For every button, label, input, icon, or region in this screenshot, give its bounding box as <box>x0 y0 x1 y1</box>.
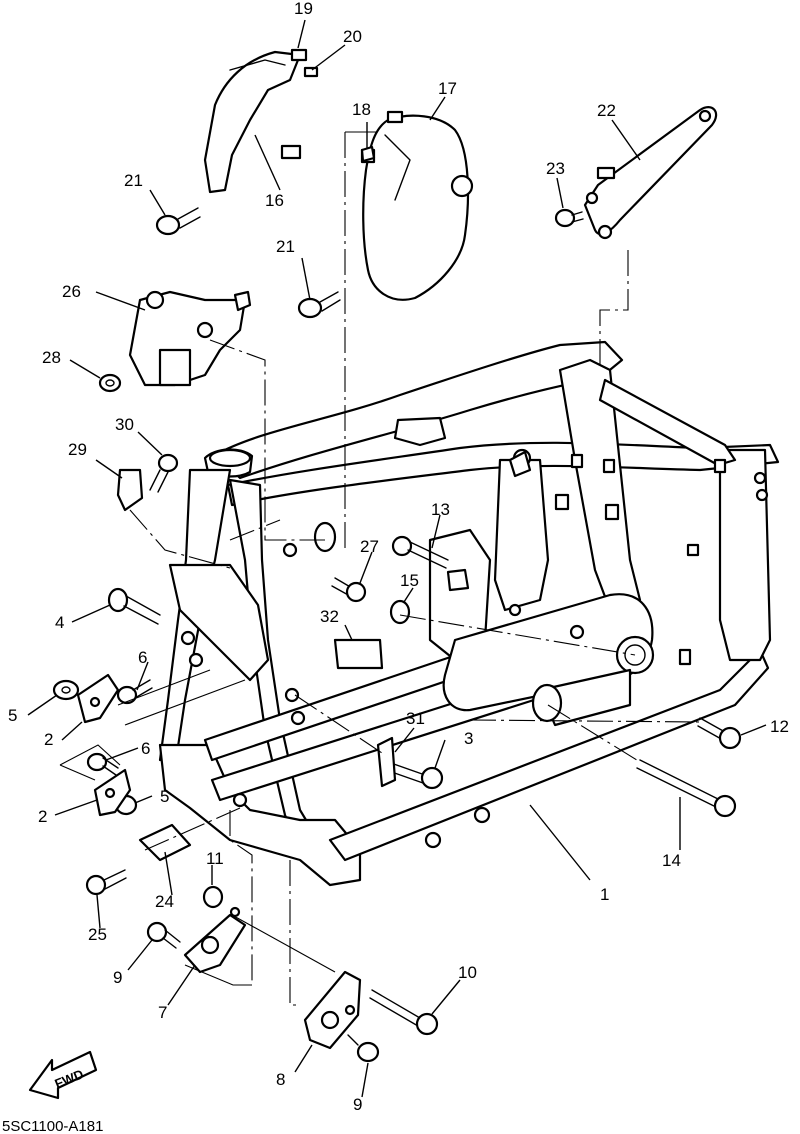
callout-21: 21 <box>124 171 143 190</box>
callout-19: 19 <box>294 0 313 18</box>
callout-17: 17 <box>438 79 457 98</box>
callout-23: 23 <box>546 159 565 178</box>
callout-29: 29 <box>68 440 87 459</box>
callout-11: 11 <box>206 849 224 868</box>
callout-31: 31 <box>406 709 425 728</box>
drawing-reference-code: 5SC1100-A181 <box>2 1118 103 1134</box>
part-side-cover <box>360 110 474 301</box>
callout-26: 26 <box>62 282 81 301</box>
callout-9: 9 <box>353 1095 362 1114</box>
callout-9: 9 <box>113 968 122 987</box>
callout-27: 27 <box>360 537 379 556</box>
callout-7: 7 <box>158 1003 167 1022</box>
leader-lines <box>27 19 767 1098</box>
callout-28: 28 <box>42 348 61 367</box>
callout-30: 30 <box>115 415 134 434</box>
callout-32: 32 <box>320 607 339 626</box>
part-regulator-bracket <box>128 290 252 387</box>
part-cover-upper-left <box>203 48 319 194</box>
callout-1: 1 <box>600 885 609 904</box>
callout-5: 5 <box>160 787 169 806</box>
callout-2: 2 <box>44 730 53 749</box>
part-rear-bracket <box>583 106 718 240</box>
callout-24: 24 <box>155 892 174 911</box>
small-parts <box>52 145 742 1063</box>
callout-13: 13 <box>431 500 450 519</box>
forward-direction-arrow: FWD <box>28 1050 98 1100</box>
frame-assembly <box>158 340 780 887</box>
callout-15: 15 <box>400 571 419 590</box>
callout-labels: 1 2 2 3 4 5 5 6 6 7 8 9 9 10 11 12 13 14… <box>8 0 789 1114</box>
callout-10: 10 <box>458 963 477 982</box>
callout-12: 12 <box>770 717 789 736</box>
callout-4: 4 <box>55 613 64 632</box>
callout-18: 18 <box>352 100 371 119</box>
callout-6: 6 <box>141 739 150 758</box>
callout-20: 20 <box>343 27 362 46</box>
callout-8: 8 <box>276 1070 285 1089</box>
callout-3: 3 <box>464 729 473 748</box>
callout-2: 2 <box>38 807 47 826</box>
assembly-lines <box>59 131 701 1006</box>
callout-5: 5 <box>8 706 17 725</box>
callout-22: 22 <box>597 101 616 120</box>
callout-6: 6 <box>138 648 147 667</box>
callout-16: 16 <box>265 191 284 210</box>
callout-21: 21 <box>276 237 295 256</box>
callout-25: 25 <box>88 925 107 944</box>
callout-14: 14 <box>662 851 681 870</box>
